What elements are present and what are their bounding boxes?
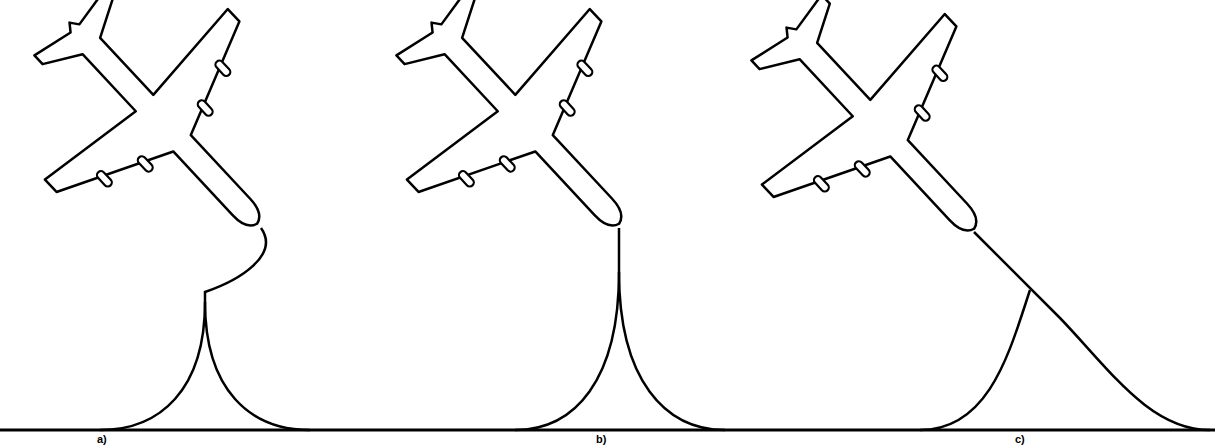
cable-b	[515, 228, 725, 430]
airplane	[695, 0, 1065, 314]
cable-c	[920, 232, 1210, 430]
ground-line	[0, 429, 1215, 432]
cable-a	[100, 228, 310, 430]
panel-label: b)	[596, 434, 606, 445]
panel-label: c)	[1015, 434, 1025, 445]
airplane	[0, 0, 348, 309]
panel-label: a)	[97, 434, 107, 445]
airplane	[340, 0, 710, 309]
